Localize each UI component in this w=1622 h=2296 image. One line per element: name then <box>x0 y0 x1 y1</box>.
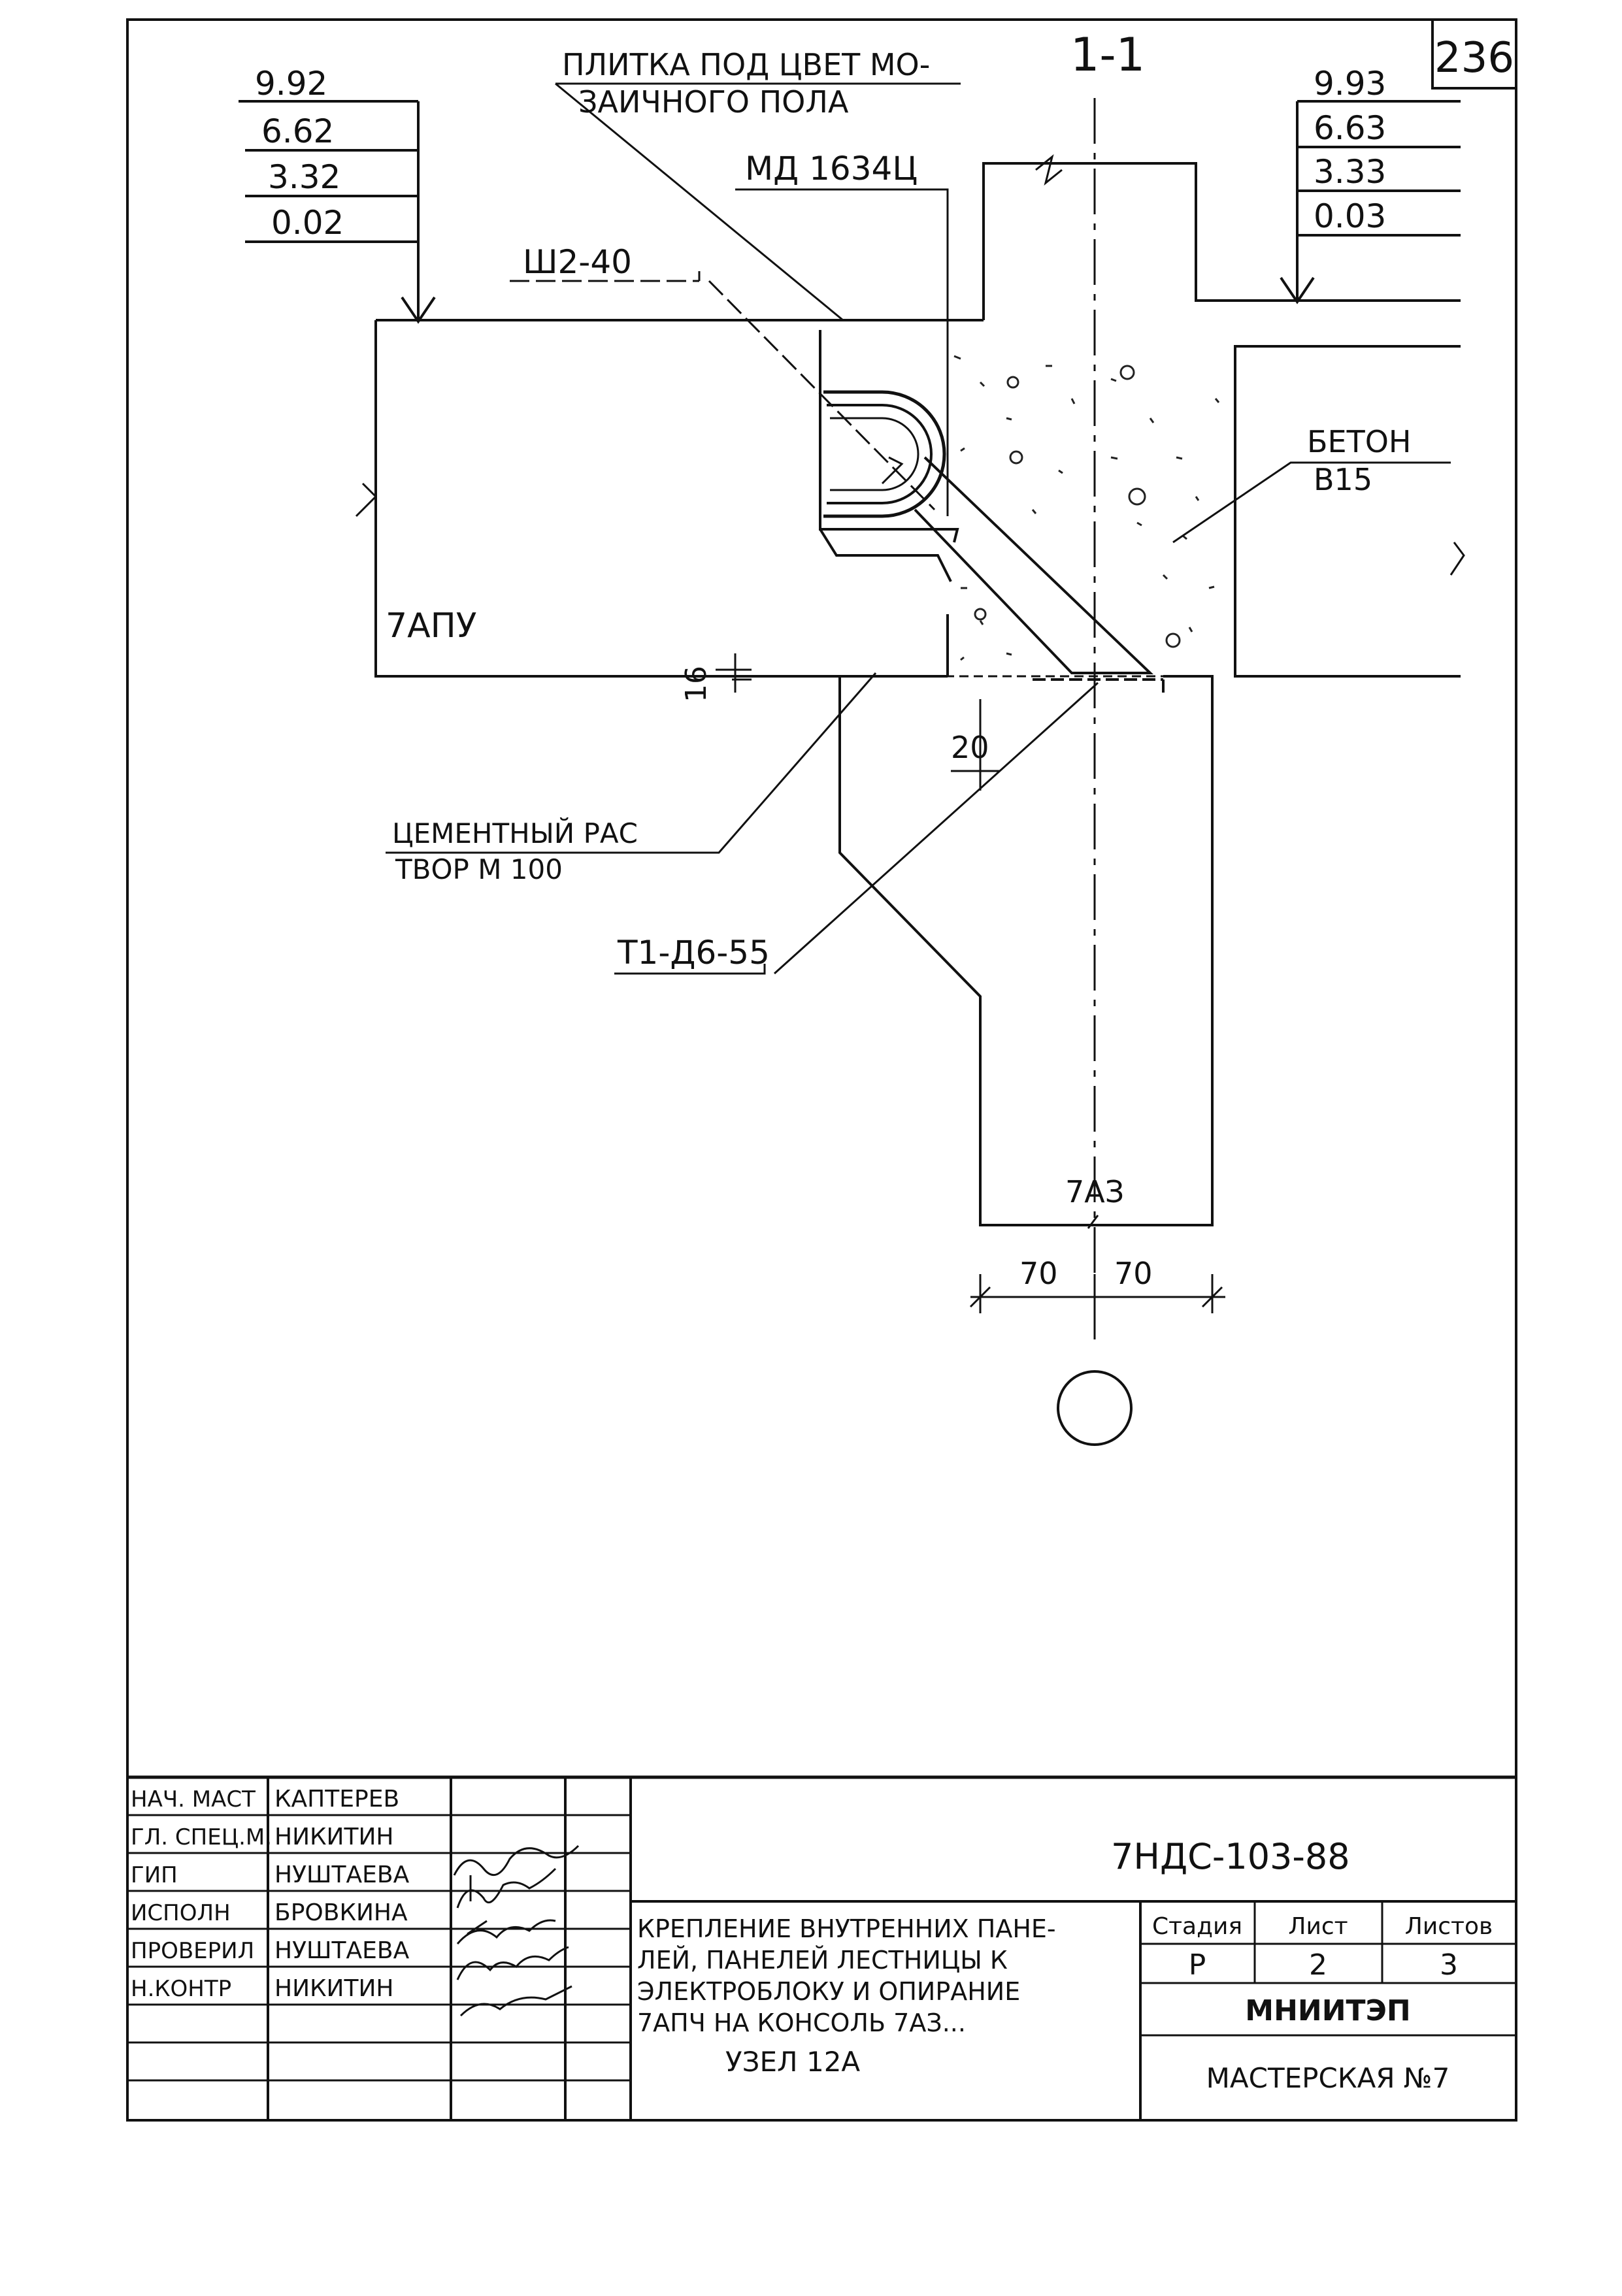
elevation-right-2: 6.63 <box>1314 109 1386 147</box>
dimension-bearing: 20 <box>951 699 1000 791</box>
dimension-bearing-value: 20 <box>951 730 989 765</box>
dimension-right-value: 70 <box>1114 1256 1153 1291</box>
stage-header: Стадия <box>1152 1913 1242 1940</box>
elevation-stack-left: 9.92 6.62 3.32 0.02 <box>239 65 436 324</box>
role-4: ИСПОЛН <box>131 1900 231 1926</box>
signatures <box>453 1845 580 2017</box>
mortar-label-line1: ЦЕМЕНТНЫЙ РАС <box>392 817 638 849</box>
tile-callout: ПЛИТКА ПОД ЦВЕТ МО- ЗАИЧНОГО ПОЛА <box>555 47 961 321</box>
document-code: 7НДС-103-88 <box>1111 1836 1350 1877</box>
title-line-2: ЛЕЙ, ПАНЕЛЕЙ ЛЕСТНИЦЫ К <box>637 1946 1008 1975</box>
sh-callout: Ш2-40 <box>510 243 936 511</box>
t1-callout: Т1-Д6-55 <box>614 681 1099 975</box>
node-label: УЗЕЛ 12А <box>725 2046 860 2078</box>
sheet-value: 2 <box>1309 1948 1327 1982</box>
tile-callout-line2: ЗАИЧНОГО ПОЛА <box>578 84 849 120</box>
elevation-stack-right: 9.93 6.63 3.33 0.03 <box>1280 65 1461 304</box>
elevation-left-3: 3.32 <box>268 158 340 196</box>
block-label: 7АЗ <box>1065 1174 1124 1209</box>
concrete-callout: БЕТОН В15 <box>1172 424 1451 544</box>
name-2: НИКИТИН <box>274 1824 393 1850</box>
role-1: НАЧ. МАСТ <box>131 1786 256 1812</box>
title-block: НАЧ. МАСТ ГЛ. СПЕЦ.М. ГИП ИСПОЛН ПРОВЕРИ… <box>127 1775 1516 2120</box>
axis-marker-circle <box>1057 1370 1133 1446</box>
elevation-left-4: 0.02 <box>271 204 344 242</box>
name-3: НУШТАЕВА <box>274 1861 410 1888</box>
t1-label: Т1-Д6-55 <box>617 934 770 972</box>
dimension-width: 70 70 <box>969 1256 1225 1313</box>
stage-value: Р <box>1189 1948 1206 1982</box>
embedded-anchor <box>819 330 959 582</box>
sh-callout-label: Ш2-40 <box>523 243 632 281</box>
name-1: КАПТЕРЕВ <box>274 1786 399 1812</box>
tile-callout-line1: ПЛИТКА ПОД ЦВЕТ МО- <box>562 47 930 82</box>
elevation-right-3: 3.33 <box>1314 153 1386 191</box>
sheets-value: 3 <box>1440 1948 1458 1982</box>
dimension-gap-value: 16 <box>680 666 713 702</box>
section-label: 1-1 <box>1070 28 1145 82</box>
stair-diagonal <box>914 456 1153 674</box>
concrete-label-line1: БЕТОН <box>1307 424 1412 459</box>
name-5: НУШТАЕВА <box>274 1937 410 1964</box>
md-callout-label: МД 1634Ц <box>745 150 918 188</box>
elevation-right-1: 9.93 <box>1314 65 1386 103</box>
name-4: БРОВКИНА <box>274 1899 408 1926</box>
drawing-frame <box>126 18 1517 2122</box>
workshop-name: МАСТЕРСКАЯ №7 <box>1206 2062 1450 2094</box>
elevation-left-1: 9.92 <box>255 65 327 103</box>
sheet-number-box: 236 <box>1431 20 1516 90</box>
break-mark-left <box>355 482 378 517</box>
dimension-left-value: 70 <box>1019 1256 1058 1291</box>
sheet-number: 236 <box>1434 34 1514 82</box>
mortar-label-line2: ТВОР М 100 <box>395 853 563 885</box>
title-line-1: КРЕПЛЕНИЕ ВНУТРЕННИХ ПАНЕ- <box>637 1914 1056 1943</box>
console-block-7az <box>838 675 1214 1226</box>
role-6: Н.КОНТР <box>131 1976 231 2002</box>
role-5: ПРОВЕРИЛ <box>131 1938 254 1964</box>
elevation-right-4: 0.03 <box>1314 197 1386 235</box>
break-mark-right <box>1449 542 1465 576</box>
dimension-gap: 16 <box>680 653 752 702</box>
organization-name: МНИИТЭП <box>1245 1994 1410 2027</box>
door-block-outline <box>982 162 1461 320</box>
concrete-fill <box>953 355 1220 661</box>
sheets-header: Листов <box>1405 1913 1493 1940</box>
wall-panel-right <box>1234 345 1461 678</box>
name-6: НИКИТИН <box>274 1975 393 2002</box>
mortar-callout: ЦЕМЕНТНЫЙ РАС ТВОР М 100 <box>386 672 877 885</box>
wall-panel-left <box>374 320 949 678</box>
title-line-3: ЭЛЕКТРОБЛОКУ И ОПИРАНИЕ <box>637 1977 1020 2006</box>
role-3: ГИП <box>131 1862 178 1888</box>
concrete-label-line2: В15 <box>1314 462 1372 497</box>
block-tick <box>1087 1215 1099 1229</box>
bearing-plate <box>1033 678 1165 693</box>
break-mark-top <box>1035 154 1063 186</box>
md-callout: МД 1634Ц <box>735 150 949 516</box>
role-2: ГЛ. СПЕЦ.М. <box>131 1824 272 1850</box>
elevation-left-2: 6.62 <box>261 112 334 150</box>
sheet-header: Лист <box>1288 1913 1348 1940</box>
title-line-4: 7АПЧ НА КОНСОЛЬ 7АЗ... <box>637 2009 966 2037</box>
slab-label: 7АПУ <box>386 606 476 646</box>
